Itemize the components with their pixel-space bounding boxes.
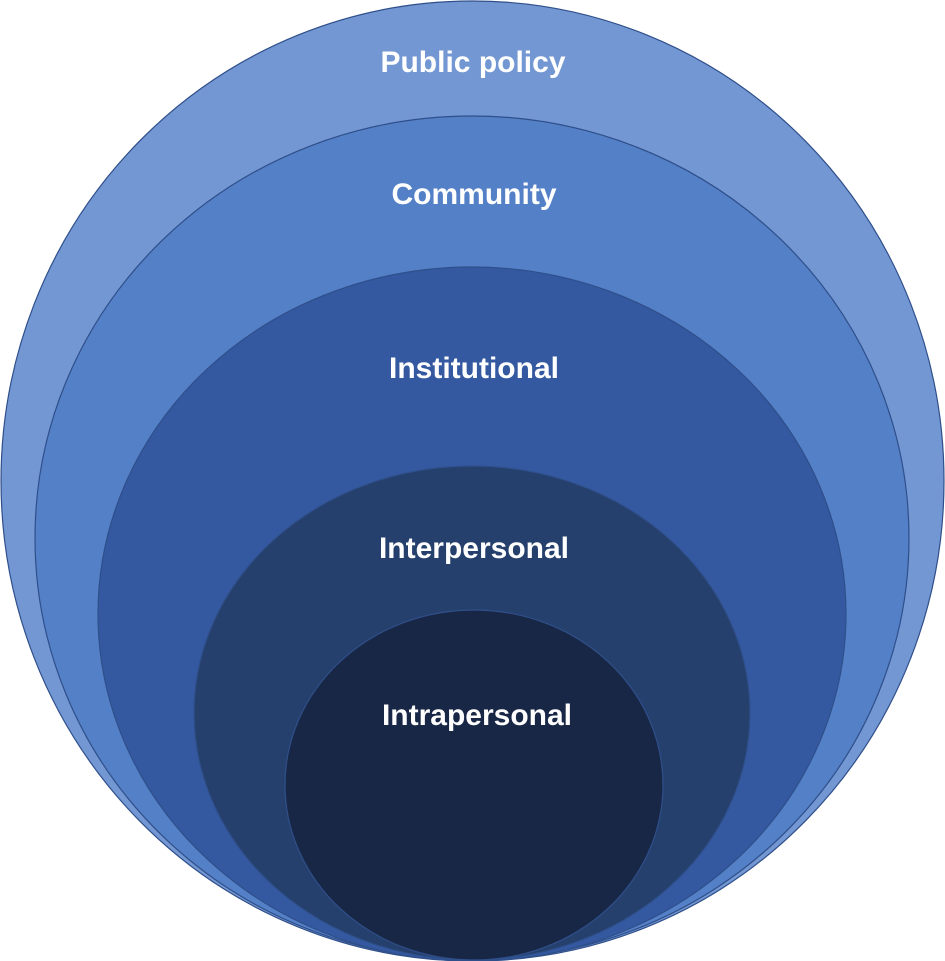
label-institutional: Institutional: [389, 352, 559, 385]
ring-shape-intrapersonal: [284, 609, 664, 961]
label-intrapersonal: Intrapersonal: [382, 699, 572, 732]
label-interpersonal: Interpersonal: [379, 532, 569, 565]
label-community: Community: [392, 178, 557, 211]
label-public-policy: Public policy: [380, 46, 565, 79]
ring-intrapersonal: Intrapersonal: [284, 609, 664, 961]
